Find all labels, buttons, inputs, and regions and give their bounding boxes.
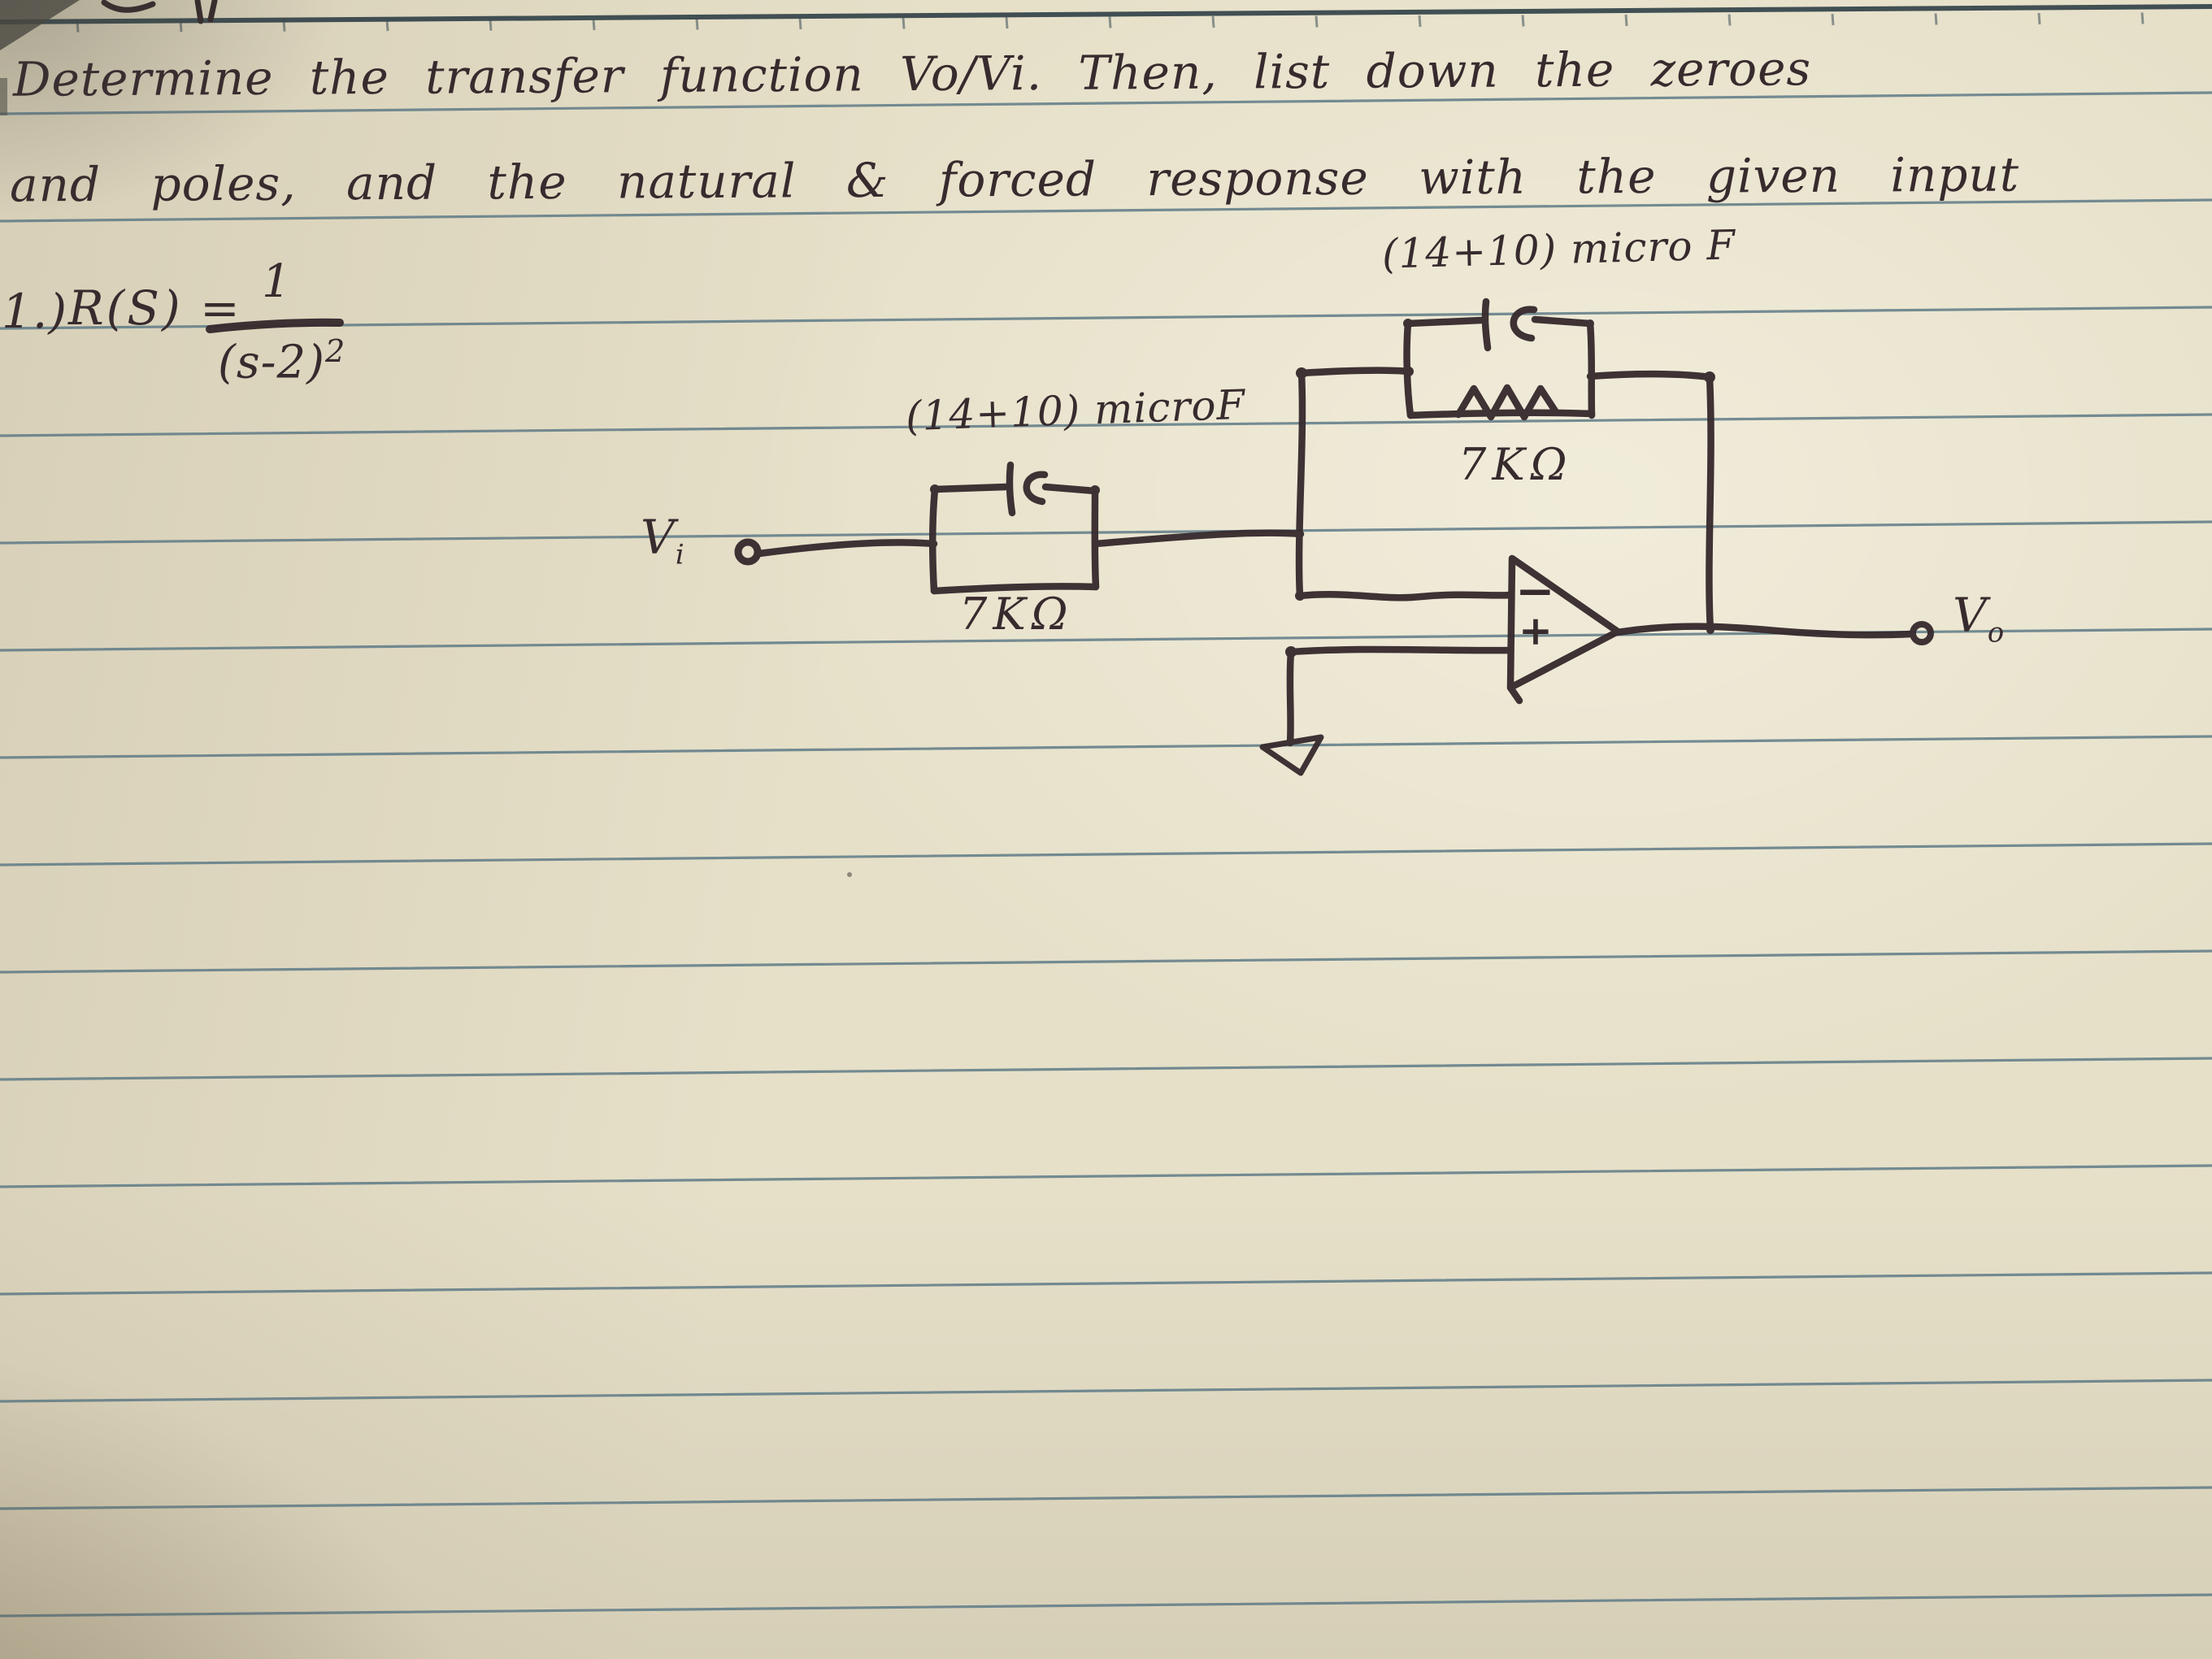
denominator-exponent: 2 — [324, 333, 345, 369]
input-box-right-edge — [1091, 487, 1100, 591]
fraction-numerator: 1 — [262, 255, 292, 308]
denominator-base: (s-2) — [218, 336, 325, 389]
fraction-denominator: (s-2)2 — [218, 333, 345, 389]
input-box-top-left — [931, 483, 1010, 493]
wire-vi-to-box — [755, 539, 938, 558]
photo-edge-shadow — [0, 78, 7, 115]
wire-box-to-junction — [1092, 529, 1305, 548]
input-voltage-label: Vi — [641, 510, 684, 571]
input-box-top-right — [1041, 483, 1099, 495]
wire-feedback-to-output — [1586, 370, 1714, 381]
opamp-noninverting-input-label: + — [1519, 606, 1554, 654]
feedback-parallel-network — [1297, 297, 1715, 634]
opamp-triangle-icon — [1287, 554, 1622, 705]
junction-vertical-wire — [1295, 369, 1306, 600]
wire-output — [1613, 623, 1915, 639]
feedback-box-bottom-edge — [1406, 409, 1596, 419]
wire-inverting-input — [1296, 591, 1515, 601]
output-wire-group — [1613, 621, 1934, 645]
feedback-right-vertical-wire — [1706, 373, 1714, 634]
ground-icon — [1259, 646, 1324, 776]
equation-item-number: 1.) — [2, 284, 67, 339]
output-terminal-circle — [1910, 621, 1934, 645]
ink-speck — [847, 872, 852, 877]
input-parallel-network — [929, 461, 1100, 595]
photo-corner-shadow — [0, 0, 80, 50]
resistor-icon — [1454, 384, 1560, 421]
wire-junction-to-feedback — [1297, 367, 1413, 377]
feedback-box-right-edge — [1586, 319, 1596, 419]
input-terminal-circle — [734, 538, 762, 566]
capacitor-icon — [1006, 461, 1049, 517]
ruled-lines — [0, 91, 2212, 1618]
input-box-left-edge — [929, 485, 939, 595]
feedback-box-top-right — [1531, 315, 1594, 328]
capacitor-icon — [1481, 297, 1538, 352]
scrap-marks-top-left — [101, 0, 218, 24]
output-voltage-label: Vo — [1953, 588, 2005, 649]
feedback-resistor-label: 7KΩ — [1458, 439, 1573, 490]
input-box-bottom-edge — [930, 583, 1100, 595]
feedback-box-top-left — [1404, 316, 1485, 328]
input-resistor-label: 7KΩ — [959, 588, 1074, 640]
ruler-ticks — [76, 12, 2145, 33]
fraction-bar — [206, 318, 344, 333]
wire-noninverting-input — [1287, 645, 1515, 656]
